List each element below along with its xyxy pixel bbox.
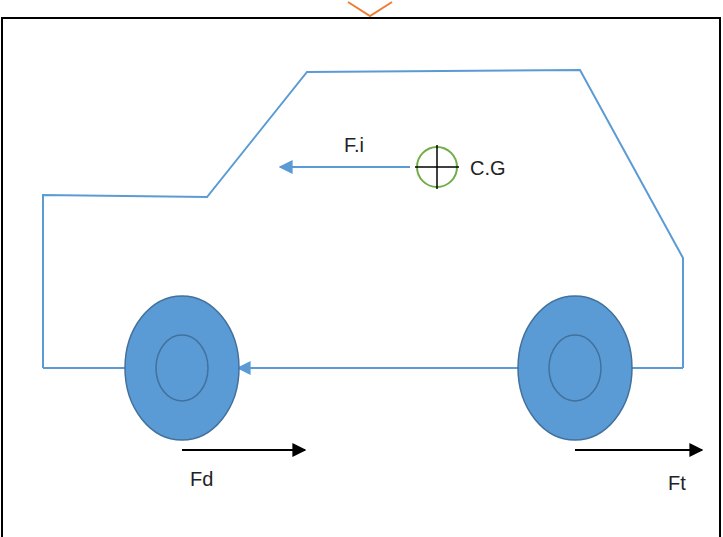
inertia-arrow [280, 166, 410, 168]
top-chevron [348, 2, 392, 16]
front-wheel [125, 296, 239, 440]
force-label: Fd [190, 468, 213, 490]
floor-arrow [238, 367, 520, 369]
cg-label: C.G [470, 157, 506, 179]
ft-arrow [575, 449, 702, 451]
rear-wheel [518, 296, 632, 440]
force-label: F.i [344, 134, 364, 156]
frame [2, 18, 720, 537]
cg-symbol [415, 145, 459, 189]
force-label: Ft [668, 472, 686, 494]
fd-arrow [182, 449, 305, 451]
